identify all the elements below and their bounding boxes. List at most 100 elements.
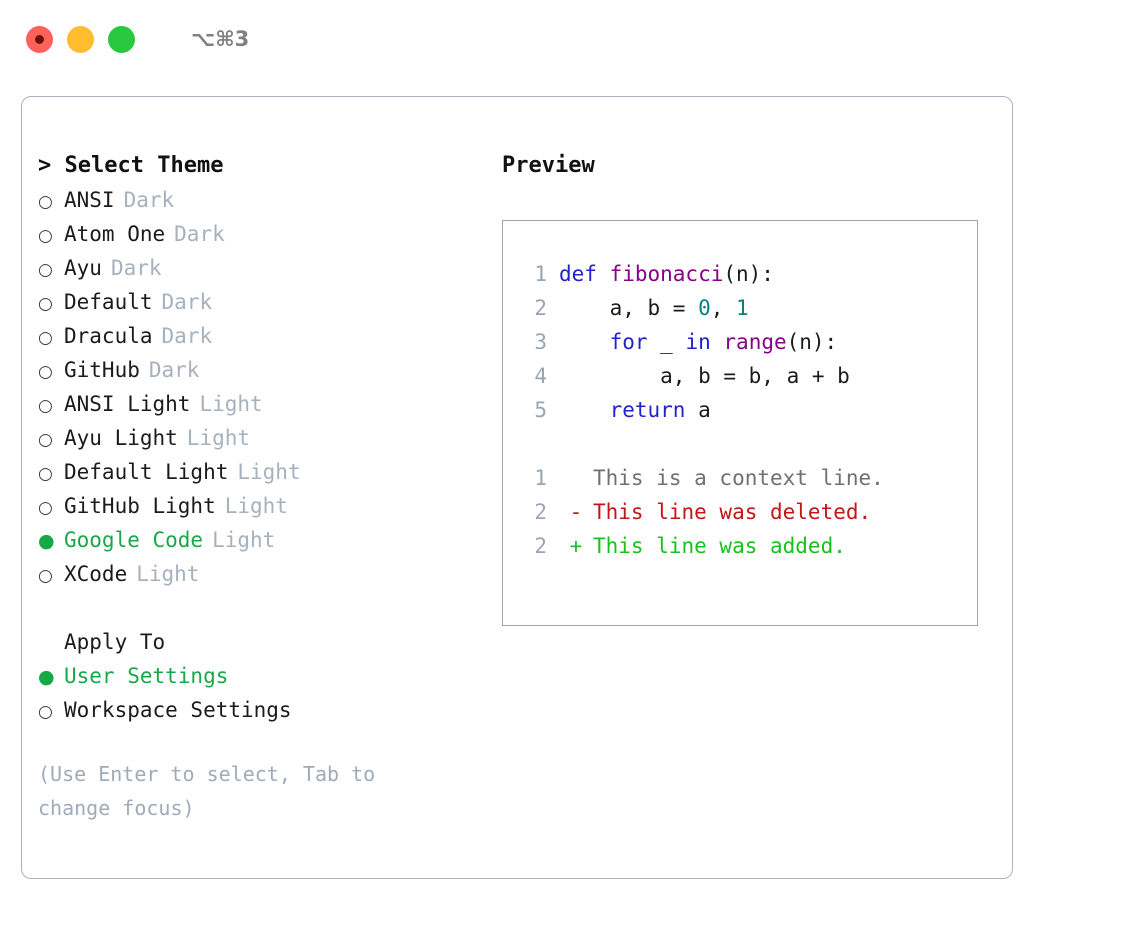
recording-indicator-icon (35, 34, 44, 44)
theme-option-label: Atom One (64, 222, 166, 246)
line-number: 1 (534, 466, 547, 490)
apply-to-option-user-settings[interactable]: ● User Settings (38, 659, 478, 693)
code-token-plain: _ (647, 330, 686, 354)
diff-line-text: This is a context line. (593, 466, 884, 490)
theme-option-label: GitHub (64, 358, 140, 382)
keyboard-shortcut-label: ⌥⌘3 (191, 27, 250, 51)
theme-option-label: Ayu Light (64, 426, 178, 450)
theme-option-kind: Light (224, 494, 288, 518)
line-number: 4 (534, 364, 547, 388)
theme-option-kind: Dark (110, 256, 162, 280)
code-token-plain: , (710, 296, 737, 320)
radio-selected-icon: ● (38, 666, 55, 688)
code-token-plain (559, 398, 610, 422)
theme-option-label: ANSI Light (64, 392, 191, 416)
apply-to-option-label: User Settings (64, 664, 229, 688)
theme-option-kind: Dark (161, 290, 213, 314)
code-token-plain: (n): (723, 262, 774, 286)
radio-selected-icon: ● (38, 530, 55, 552)
code-line-text: a, b = 0, 1 (559, 291, 749, 325)
theme-option-dracula[interactable]: ○ Dracula Dark (38, 319, 478, 353)
code-line: 2 a, b = 0, 1 (517, 291, 977, 325)
theme-option-default[interactable]: ○ Default Dark (38, 285, 478, 319)
theme-option-kind: Light (186, 426, 251, 450)
line-number: 2 (534, 534, 547, 558)
theme-option-kind: Dark (174, 222, 225, 246)
close-button[interactable] (26, 25, 53, 53)
theme-option-ayu-light[interactable]: ○ Ayu Light Light (38, 421, 478, 455)
radio-unselected-icon: ○ (38, 464, 53, 484)
theme-option-label: ANSI (64, 188, 115, 212)
radio-unselected-icon: ○ (38, 192, 53, 212)
theme-option-label: Dracula (64, 324, 153, 348)
theme-option-kind: Light (237, 460, 301, 484)
code-line-text: for _ in range(n): (559, 325, 838, 359)
theme-option-label: XCode (64, 562, 128, 586)
line-number: 2 (534, 296, 547, 320)
radio-unselected-icon: ○ (38, 362, 53, 382)
theme-option-label: GitHub Light (64, 494, 216, 518)
diff-marker: + (569, 534, 583, 558)
radio-unselected-icon: ○ (38, 702, 53, 722)
line-number: 5 (534, 398, 547, 422)
theme-option-ansi[interactable]: ○ ANSI Dark (38, 183, 478, 217)
code-line-text: a, b = b, a + b (559, 359, 850, 393)
page-title: > Select Theme (38, 149, 478, 183)
diff-marker: - (569, 500, 583, 524)
code-token-function: fibonacci (609, 262, 724, 286)
prompt-caret: > (38, 153, 52, 178)
zoom-button[interactable] (108, 25, 135, 53)
page-title-text: Select Theme (64, 153, 224, 178)
theme-option-kind: Dark (123, 188, 175, 212)
radio-unselected-icon: ○ (38, 566, 53, 586)
theme-option-kind: Light (199, 392, 263, 416)
minimize-button[interactable] (67, 25, 94, 53)
code-token-keyword: in (685, 330, 711, 354)
theme-option-ayu[interactable]: ○ Ayu Dark (38, 251, 478, 285)
code-token-plain: a, b = b, a + b (559, 364, 850, 388)
code-line-text: def fibonacci(n): (559, 257, 774, 291)
code-token-function: range (723, 330, 787, 354)
apply-to-option-workspace-settings[interactable]: ○ Workspace Settings (38, 693, 478, 727)
code-line: 3 for _ in range(n): (517, 325, 977, 359)
radio-unselected-icon: ○ (38, 328, 53, 348)
theme-option-label: Google Code (64, 528, 204, 552)
code-line: 5 return a (517, 393, 977, 427)
title-bar: ⌥⌘3 (0, 0, 1140, 78)
code-token-plain: (n): (786, 330, 838, 354)
code-token-plain: a, b = (559, 296, 699, 320)
line-number: 3 (534, 330, 547, 354)
code-line-text: return a (559, 393, 711, 427)
theme-option-google-code[interactable]: ● Google Code Light (38, 523, 478, 557)
preview-heading: Preview (502, 153, 595, 178)
radio-unselected-icon: ○ (38, 396, 53, 416)
diff-line-text: This line was deleted. (593, 500, 872, 524)
code-token-plain (711, 330, 724, 354)
apply-to-list: ● User Settings ○ Workspace Settings (38, 659, 478, 727)
theme-option-ansi-light[interactable]: ○ ANSI Light Light (38, 387, 478, 421)
theme-option-github-light[interactable]: ○ GitHub Light Light (38, 489, 478, 523)
radio-unselected-icon: ○ (38, 498, 53, 518)
radio-unselected-icon: ○ (38, 430, 53, 450)
theme-option-kind: Light (212, 528, 276, 552)
theme-option-label: Ayu (64, 256, 102, 280)
theme-option-kind: Dark (161, 324, 213, 348)
theme-option-label: Default Light (64, 460, 229, 484)
diff-line-context: 1 This is a context line. (517, 461, 977, 495)
radio-unselected-icon: ○ (38, 260, 53, 280)
theme-option-label: Default (64, 290, 153, 314)
theme-option-default-light[interactable]: ○ Default Light Light (38, 455, 478, 489)
radio-unselected-icon: ○ (38, 294, 53, 314)
apply-to-option-label: Workspace Settings (64, 698, 292, 722)
diff-sample: 1 This is a context line. 2-This line was… (517, 461, 977, 563)
line-number: 2 (534, 500, 547, 524)
